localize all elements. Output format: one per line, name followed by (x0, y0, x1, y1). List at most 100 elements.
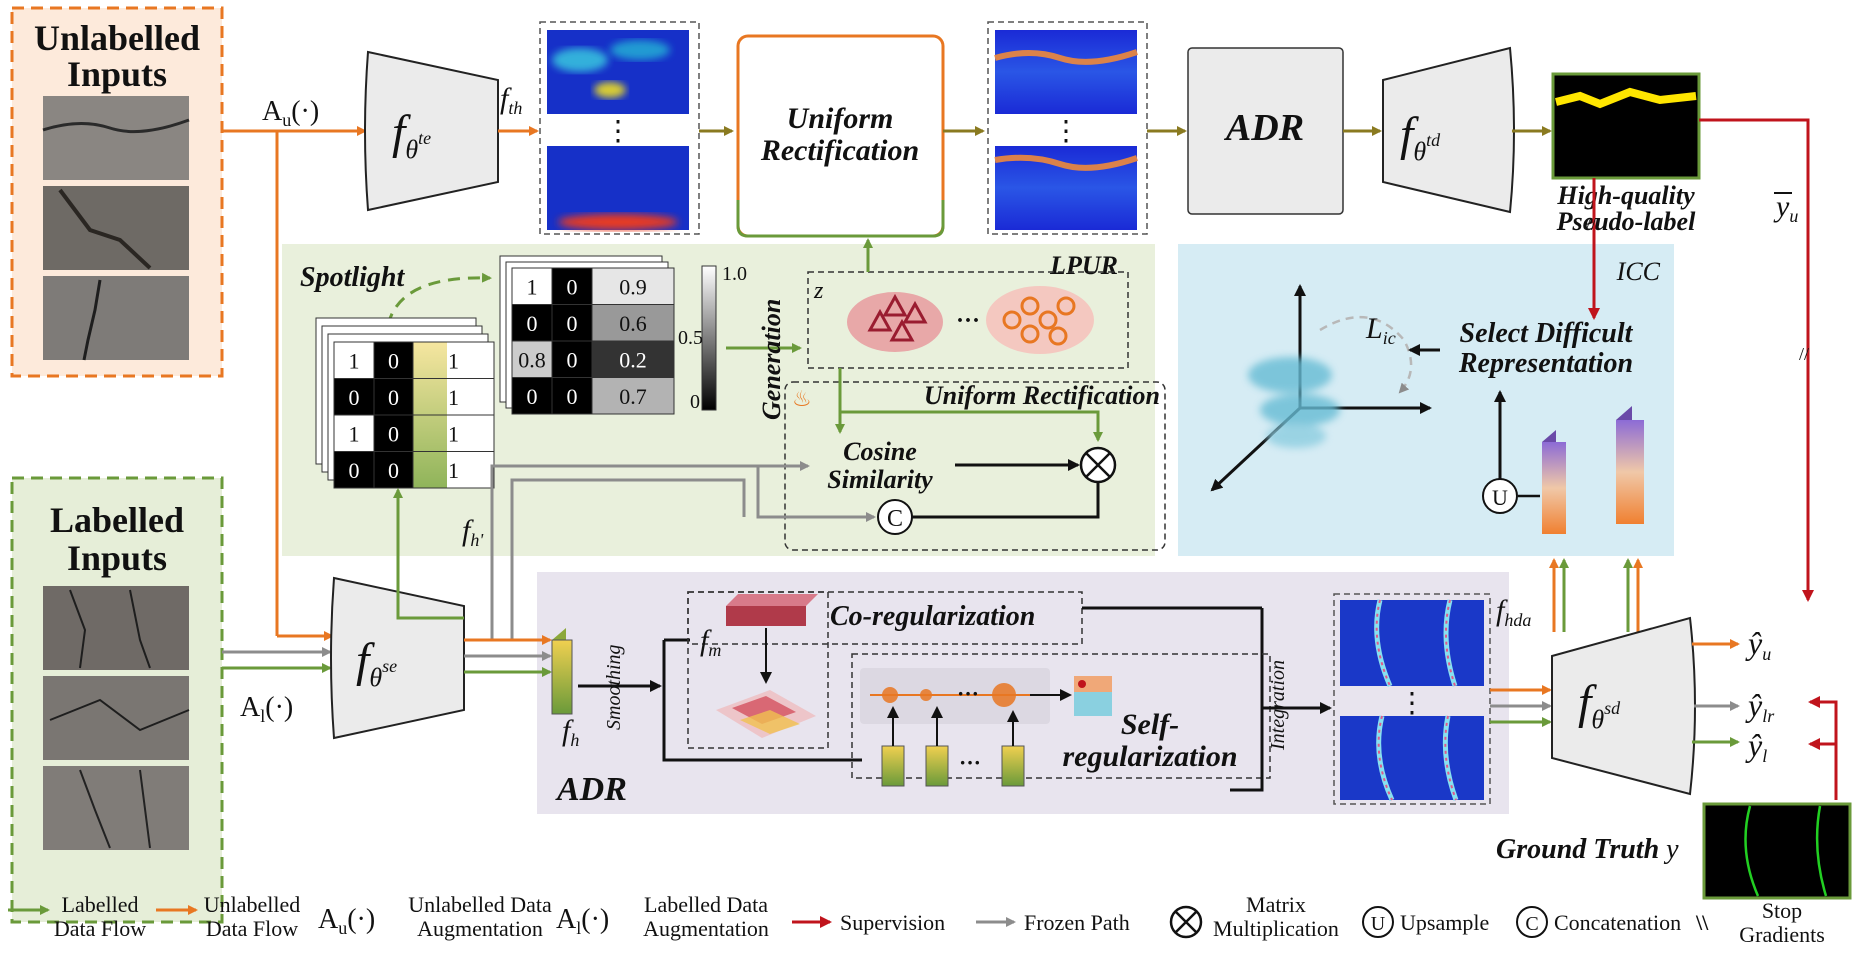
pseudo-label-text-2: Pseudo-label (1556, 207, 1696, 236)
select-difficult-2: Representation (1458, 348, 1633, 379)
matrix-cell-value: 1 (349, 421, 360, 446)
unlabelled-image-2 (43, 186, 189, 270)
spotlight-arrow (386, 272, 492, 326)
fhda-box (1333, 593, 1491, 805)
ground-truth-cracks (1744, 805, 1828, 897)
triangle-cluster (847, 292, 943, 352)
legend-frozen: Frozen Path (1024, 910, 1130, 935)
fhda-to-sd-lines (1490, 685, 1552, 727)
fth-heatmap-1 (547, 30, 689, 114)
spotlight-label: Spotlight (300, 262, 405, 293)
matrix-cell (373, 451, 414, 489)
adr-top-label: ADR (1224, 107, 1304, 149)
lic-label: Lic (1365, 312, 1396, 348)
labelled-image-1 (43, 586, 189, 670)
matrix-cell (412, 451, 495, 489)
matrix-cell-value: 0 (388, 458, 399, 483)
legend-concat-sym: C (1525, 913, 1538, 935)
matrix-cell-value: 0.7 (619, 384, 647, 409)
al-label: Al(·) (240, 692, 293, 726)
colorbar-max: 1.0 (722, 263, 747, 285)
matrix-cell-value: 0 (567, 347, 578, 372)
fire-icon: ♨ (792, 386, 812, 411)
mult-x (1085, 452, 1111, 478)
matrix-cell (333, 414, 375, 452)
stop-grad-2: // (1799, 344, 1809, 364)
unlabelled-title-2: Inputs (67, 54, 167, 94)
selfreg-box (851, 653, 1271, 779)
colorbar-mid: 0.5 (678, 327, 703, 349)
fhda-label: fhda (1496, 594, 1531, 630)
teacher-encoder (364, 50, 499, 212)
matrix-cell (551, 304, 593, 342)
matrix-cell-value: 1 (448, 458, 459, 483)
pseudo-label-text-1: High-quality (1556, 181, 1695, 210)
fhda-ellipsis: ⋮ (1398, 688, 1426, 719)
lic-dashed-arc (1319, 315, 1413, 394)
coreg-lower-box (687, 591, 829, 749)
teacher-decoder (1382, 46, 1515, 214)
matrix-cell-value: 0 (349, 385, 360, 410)
matrix-cell (551, 267, 593, 305)
unlabelled-image-1 (42, 96, 190, 180)
decoder-to-icc-arrows (1549, 558, 1643, 632)
icc-label: ICC (1616, 257, 1661, 286)
matrix-cell-value: 0 (388, 421, 399, 446)
matrix-cell-value: 0 (527, 311, 538, 336)
se-output-lines (464, 635, 552, 677)
student-decoder (1551, 616, 1696, 796)
fth-heatmap-2 (547, 146, 689, 230)
fm-feature (726, 594, 818, 626)
unlabelled-image-3 (43, 276, 189, 361)
fth-label: fth (500, 82, 522, 118)
coreg-label: Co-regularization (830, 601, 1035, 632)
selfreg-label-1: Self- (1121, 708, 1179, 741)
coreg-grid (716, 690, 816, 738)
se-to-spotlight-line (393, 488, 464, 620)
generation-label: Generation (757, 299, 786, 420)
legend-au-sym: Au(·) (318, 904, 375, 938)
legend-al-sym: Al(·) (556, 904, 609, 938)
legend-al-2: Augmentation (643, 916, 769, 941)
ur-top-text-2: Rectification (760, 134, 919, 167)
matrix-cell-value: 0 (567, 274, 578, 299)
representation-blob (1248, 357, 1340, 448)
icc-feature-1 (1542, 430, 1566, 534)
matrix-cell (551, 377, 593, 415)
legend-stop-sym: \\ (1695, 910, 1709, 935)
upsample-icon (1482, 478, 1518, 514)
z-box (807, 271, 1129, 369)
legend-au-2: Augmentation (417, 916, 543, 941)
matrix-cell-value: 0 (388, 385, 399, 410)
legend-labelled-1: Labelled (62, 892, 139, 917)
matrix-cell (511, 377, 553, 415)
legend: Labelled Data Flow Unlabelled Data Flow … (8, 892, 1825, 947)
matrix-cell-value: 0.2 (619, 347, 647, 372)
labelled-title-2: Inputs (67, 538, 167, 578)
selfreg-to-integration (1230, 708, 1264, 792)
legend-stop-1: Stop (1762, 898, 1802, 923)
selfreg-features (881, 706, 1025, 787)
z-ellipsis: ··· (956, 308, 980, 334)
legend-mult-2: Multiplication (1213, 916, 1339, 941)
fm-label: fm (700, 624, 721, 660)
matrix-cell-value: 0 (388, 348, 399, 373)
rectified-ellipsis: ⋮ (1052, 116, 1080, 147)
matrix-cell (511, 267, 553, 305)
matrix-cell-value: 0 (349, 458, 360, 483)
z-label: z (813, 278, 824, 304)
matrix-cell-value: 0 (567, 384, 578, 409)
uniform-rectification-box-bottom (736, 200, 945, 238)
legend-au-1: Unlabelled Data (408, 892, 552, 917)
matrix-cell (333, 341, 375, 379)
fh-feature (551, 628, 573, 715)
legend-concat: Concatenation (1554, 910, 1681, 935)
legend-unlabelled-1: Unlabelled (204, 892, 301, 917)
matrix-cell (333, 451, 375, 489)
selfreg-feat-ellipsis: ··· (959, 750, 981, 775)
rectified-box (987, 21, 1148, 235)
matrix-cell (591, 377, 675, 415)
matrix-cell (511, 340, 553, 378)
